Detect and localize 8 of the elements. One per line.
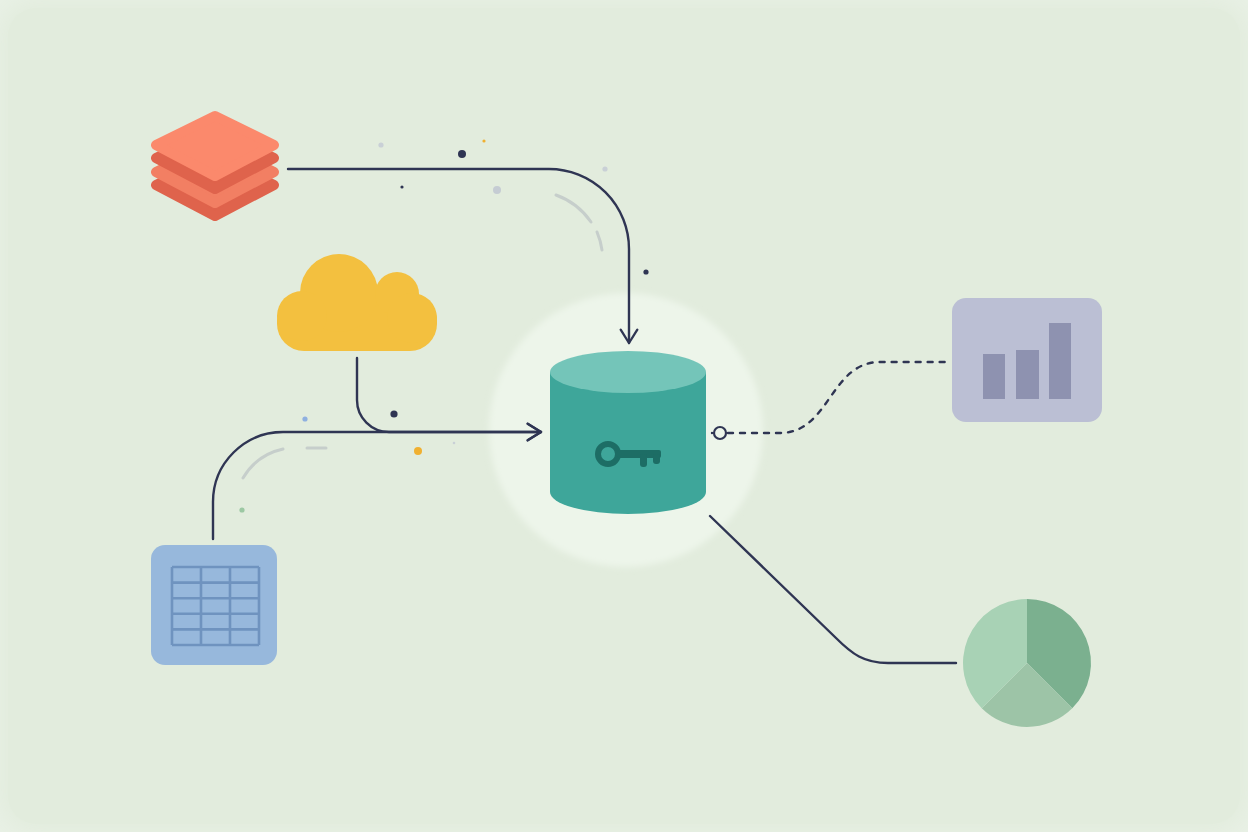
- cloud-shape: [276, 254, 438, 352]
- bar-chart-tile: [952, 298, 1102, 422]
- connector-arrow: [286, 167, 639, 345]
- database-cylinder: [548, 350, 708, 514]
- pie-chart: [962, 598, 1092, 728]
- connector-arrow: [211, 422, 543, 541]
- dashed-connector: [710, 360, 948, 441]
- table-grid-tile: [151, 545, 277, 665]
